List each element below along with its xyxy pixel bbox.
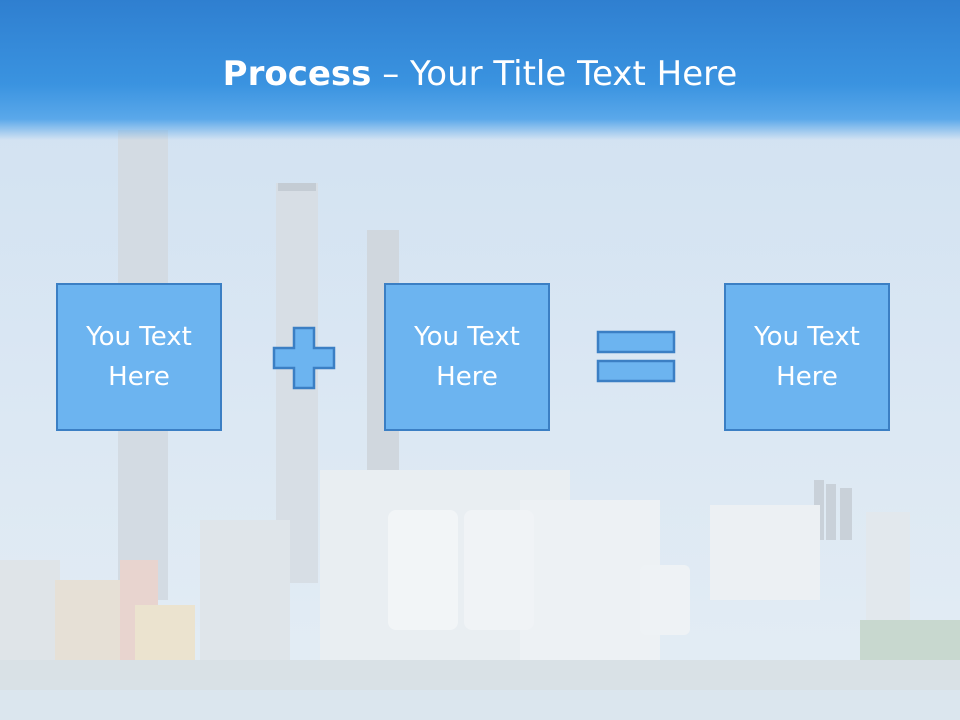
- slide-title[interactable]: Process – Your Title Text Here: [0, 52, 960, 96]
- process-box-2-text: You Text Here: [414, 322, 520, 392]
- title-dash: –: [371, 54, 411, 94]
- equals-icon: [596, 330, 676, 383]
- process-box-3[interactable]: You Text Here: [724, 283, 890, 431]
- title-bold-text: Process: [222, 54, 372, 94]
- process-box-3-text: You Text Here: [754, 322, 860, 392]
- title-rest-text: Your Title Text Here: [410, 54, 738, 94]
- process-box-1[interactable]: You Text Here: [56, 283, 222, 431]
- process-box-1-text: You Text Here: [86, 322, 192, 392]
- process-box-2[interactable]: You Text Here: [384, 283, 550, 431]
- title-bar: [0, 0, 960, 140]
- plus-icon: [272, 326, 336, 390]
